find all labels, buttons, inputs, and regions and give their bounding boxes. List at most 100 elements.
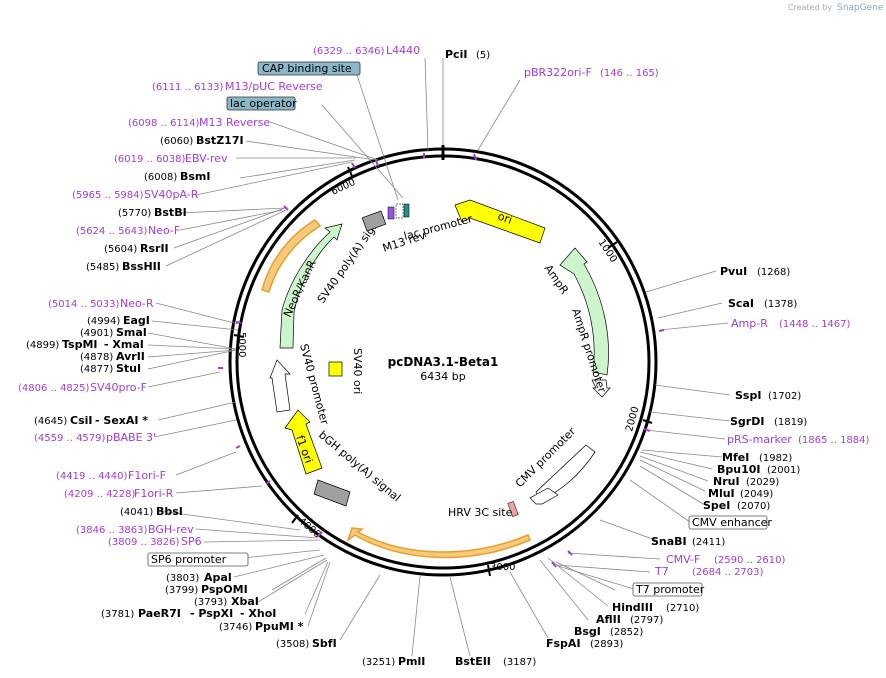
snapgene-logo: SnapGene	[837, 3, 884, 13]
primer-t7-pos: (2684 .. 2703)	[692, 567, 764, 578]
plasmid-size: 6434 bp	[420, 370, 465, 383]
neor-feature[interactable]	[279, 223, 343, 349]
neor-label: NeoR/KanR	[281, 258, 319, 320]
enzyme-nrui[interactable]: NruI	[713, 475, 740, 488]
enzyme-sspi[interactable]: SspI	[735, 389, 761, 402]
lac-operator-box[interactable]	[226, 96, 296, 111]
lac-promoter-label: lac promoter	[402, 212, 474, 243]
primer-f1ori-f-pos: (4419 .. 4440)	[56, 471, 128, 482]
cmv-promoter-feature[interactable]	[529, 487, 559, 505]
primer-neo-f[interactable]: Neo-F	[148, 224, 180, 237]
enzyme-bsgi[interactable]: BsgI	[574, 625, 601, 638]
tick-mark-2000	[642, 419, 653, 424]
primer-bgh-rev[interactable]: BGH-rev	[148, 523, 194, 536]
primer-sv40pa-r-pos: (5965 .. 5984)	[72, 190, 144, 201]
primer-sv40pro-f[interactable]: SV40pro-F	[90, 381, 147, 394]
primer-neo-r[interactable]: Neo-R	[120, 297, 154, 310]
ampr-promoter-feature[interactable]	[591, 379, 611, 398]
enzyme-snabi[interactable]: SnaBI	[651, 535, 687, 548]
cap-binding-site-box[interactable]	[257, 61, 361, 76]
lac-promoter-feature[interactable]	[395, 203, 404, 219]
enzyme-spei-pos: (2070)	[737, 501, 770, 512]
enzyme-mlui[interactable]: MluI	[708, 487, 735, 500]
enzyme-rsrii[interactable]: RsrII	[140, 242, 169, 255]
enzyme-csii[interactable]: CsiI	[70, 414, 92, 427]
enzyme-ppumi[interactable]: PpuMI *	[255, 620, 304, 633]
primer-amp-r[interactable]: Amp-R	[731, 317, 768, 330]
primer-prs-marker[interactable]: pRS-marker	[727, 433, 792, 446]
primer-f1ori-f[interactable]: F1ori-F	[128, 469, 166, 482]
t7-promoter-box-label: T7 promoter	[635, 583, 705, 596]
enzyme-aflii[interactable]: AflII	[596, 613, 621, 626]
primer-l4440-pos: (6329 .. 6346)	[313, 46, 385, 57]
primer-pbr322ori-f[interactable]: pBR322ori-F	[524, 66, 592, 79]
orf-arc-left	[261, 219, 322, 293]
enzyme-pspxi[interactable]: - PspXI	[190, 607, 233, 620]
enzyme-eagi[interactable]: EagI	[123, 314, 150, 327]
sp6-promoter-box[interactable]	[147, 552, 249, 567]
enzyme-spei[interactable]: SpeI	[703, 499, 730, 512]
primer-ebv-rev-pos: (6019 .. 6038)	[114, 154, 186, 165]
enzyme-paer7i[interactable]: PaeR7I	[138, 607, 181, 620]
primer-amp-r-pos: (1448 .. 1467)	[779, 319, 851, 330]
enzyme-bpu10i[interactable]: Bpu10I	[717, 463, 761, 476]
enzyme-pvui[interactable]: PvuI	[720, 265, 747, 278]
hrv-3c-feature[interactable]	[507, 501, 519, 517]
enzyme-mfei[interactable]: MfeI	[722, 451, 749, 464]
enzyme-avrii[interactable]: AvrII	[116, 350, 145, 363]
primer-f1ori-r-pos: (4209 .. 4228)	[64, 489, 136, 500]
sv40-polya-feature[interactable]	[361, 210, 387, 232]
enzyme-xhoi[interactable]: - XhoI	[240, 607, 276, 620]
enzyme-xmai[interactable]: - XmaI	[104, 338, 144, 351]
tick-mark-1000	[607, 241, 618, 249]
enzyme-paer7i-pos: (3781)	[101, 609, 134, 620]
primer-pbabe[interactable]: pBABE 3'	[106, 431, 156, 444]
enzyme-hindiii[interactable]: HindIII	[612, 601, 653, 614]
primer-sp6[interactable]: SP6	[181, 535, 202, 548]
enzyme-sgrdi[interactable]: SgrDI	[730, 415, 764, 428]
primer-neo-f-pos: (5624 .. 5643)	[76, 226, 148, 237]
enzyme-bsteii[interactable]: BstEII	[455, 655, 491, 668]
enzyme-sexai[interactable]: - SexAI *	[95, 414, 148, 427]
enzyme-xbai[interactable]: XbaI	[231, 595, 259, 608]
primer-f1ori-r[interactable]: F1ori-R	[134, 487, 174, 500]
cap-binding-site-box-label: CAP binding site	[262, 62, 352, 75]
enzyme-pcii[interactable]: PciI	[445, 48, 467, 61]
enzyme-stui-pos: (4877)	[80, 364, 113, 375]
bgh-polya-feature[interactable]	[313, 479, 351, 507]
primer-l4440[interactable]: L4440	[386, 44, 420, 57]
primer-ebv-rev[interactable]: EBV-rev	[185, 152, 228, 165]
primer-t7[interactable]: T7	[654, 565, 669, 578]
enzyme-bstbi[interactable]: BstBI	[154, 206, 187, 219]
enzyme-scai[interactable]: ScaI	[728, 297, 754, 310]
primer-sv40pa-r[interactable]: SV40pA-R	[144, 188, 199, 201]
enzyme-sgrdi-pos: (1819)	[774, 417, 807, 428]
primer-m13-reverse[interactable]: M13 Reverse	[199, 116, 270, 129]
primer-cmv-f-pos: (2590 .. 2610)	[714, 555, 786, 566]
cap-site-feature[interactable]	[387, 206, 395, 220]
tick-mark-6000	[347, 166, 353, 177]
f1-ori-feature[interactable]	[284, 409, 323, 475]
enzyme-pspomi[interactable]: PspOMI	[201, 583, 248, 596]
enzyme-apai[interactable]: ApaI	[204, 571, 232, 584]
tick-3000: 3000	[490, 562, 515, 573]
enzyme-bsmi[interactable]: BsmI	[180, 170, 211, 183]
ori-feature[interactable]	[454, 199, 546, 244]
enzyme-smai[interactable]: SmaI	[116, 326, 147, 339]
sv40-promoter-feature[interactable]	[269, 359, 291, 413]
enzyme-fspai[interactable]: FspAI	[546, 637, 581, 650]
enzyme-tspmi[interactable]: TspMI	[62, 338, 98, 351]
enzyme-pmli[interactable]: PmlI	[398, 655, 425, 668]
enzyme-bsshii[interactable]: BssHII	[122, 260, 161, 273]
ampr-feature[interactable]	[559, 247, 609, 376]
primer-m13-puc[interactable]: M13/pUC Reverse	[225, 80, 323, 93]
enzyme-bstz17i[interactable]: BstZ17I	[196, 134, 244, 147]
enzyme-bbsi[interactable]: BbsI	[156, 505, 183, 518]
t7-promoter-box[interactable]	[632, 582, 703, 597]
cmv-enhancer-box[interactable]	[688, 515, 768, 530]
enzyme-stui[interactable]: StuI	[116, 362, 141, 375]
primer-cmv-f[interactable]: CMV-F	[666, 553, 700, 566]
lac-operator-feature[interactable]	[403, 203, 410, 218]
enzyme-sbfi[interactable]: SbfI	[312, 637, 337, 650]
sv40-ori-feature[interactable]	[328, 361, 343, 377]
